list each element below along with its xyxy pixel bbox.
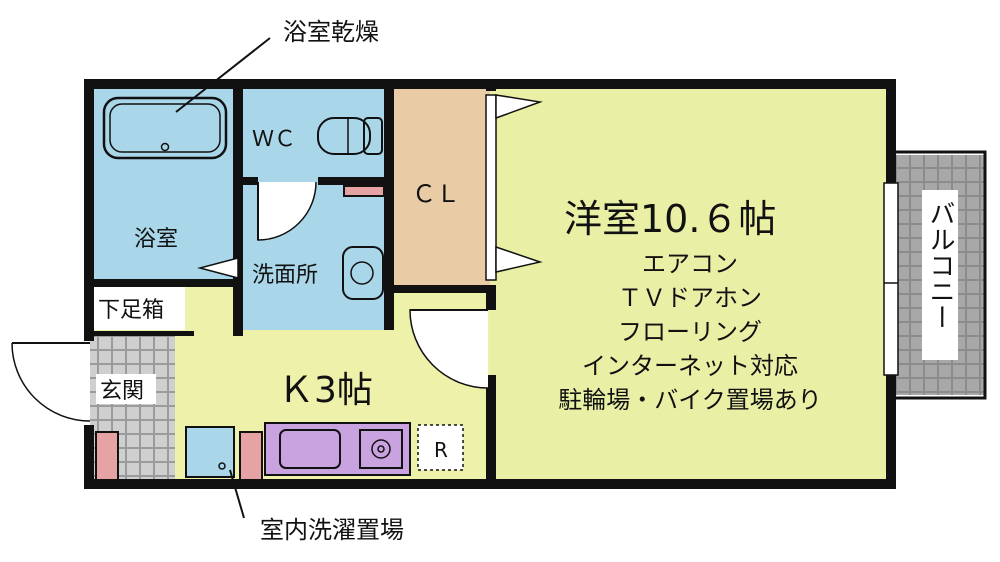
- closet-door[interactable]: [485, 94, 497, 281]
- western-room-floor: [490, 85, 890, 485]
- entrance-door-swing: [11, 342, 91, 422]
- shoe-box: [90, 285, 185, 330]
- room-door-swing: [409, 309, 489, 389]
- western-room-label: 洋室10.６帖: [564, 197, 776, 241]
- wc-shelf: [343, 185, 385, 197]
- bathroom-door[interactable]: [197, 257, 239, 279]
- feature-item: フローリング: [618, 318, 762, 346]
- wc-label: ＷＣ: [252, 127, 296, 152]
- laundry-drain-icon: [218, 462, 226, 470]
- bath-dryer-label: 浴室乾燥: [283, 18, 379, 46]
- closet-label: ＣＬ: [412, 180, 460, 208]
- feature-list: エアコン ＴＶドアホン フローリング インターネット対応 駐輪場・バイク置場あり: [558, 250, 822, 414]
- bathroom-floor: [90, 85, 240, 280]
- drain-icon: [160, 142, 170, 152]
- entrance-label: 玄関: [100, 379, 144, 404]
- kitchen-label: Ｋ3帖: [278, 370, 373, 411]
- entrance-label-bg: [96, 374, 156, 404]
- kitchen-cabinet: [239, 431, 263, 481]
- bathtub: [102, 96, 228, 160]
- bath-dryer-leader: [175, 37, 271, 113]
- toilet-tank: [363, 117, 383, 155]
- bathtub-inner: [109, 103, 221, 153]
- balcony-label-bg: [922, 190, 958, 360]
- closet-door-marker-top: [495, 94, 543, 120]
- closet-floor: [390, 85, 490, 285]
- closet-door-marker-bottom: [495, 245, 543, 273]
- washroom-label: 洗面所: [252, 263, 318, 288]
- walls: [84, 79, 896, 489]
- burner-center: [377, 445, 385, 453]
- bathroom-label: 浴室: [134, 227, 178, 252]
- feature-item: 駐輪場・バイク置場あり: [558, 386, 822, 414]
- laundry-leader: [229, 469, 245, 519]
- balcony-label: バルコニー: [925, 200, 955, 330]
- toilet-icon: [317, 117, 371, 155]
- washroom-door-swing: [257, 181, 317, 241]
- balcony-window[interactable]: [883, 182, 899, 376]
- refrigerator-space: [417, 424, 464, 471]
- indoor-laundry-label: 室内洗濯置場: [260, 516, 404, 544]
- laundry-area: [185, 426, 235, 478]
- entrance-cabinet: [95, 431, 119, 481]
- refrigerator-label: R: [434, 438, 448, 462]
- feature-item: ＴＶドアホン: [618, 284, 762, 312]
- burner-icon: [371, 439, 391, 459]
- stove-icon: [359, 429, 403, 469]
- feature-item: インターネット対応: [582, 352, 798, 380]
- wash-basin: [342, 246, 384, 300]
- feature-item: エアコン: [642, 250, 738, 278]
- sink-icon: [279, 429, 341, 469]
- shoe-box-label: 下足箱: [98, 298, 164, 323]
- basin-bowl: [350, 261, 374, 285]
